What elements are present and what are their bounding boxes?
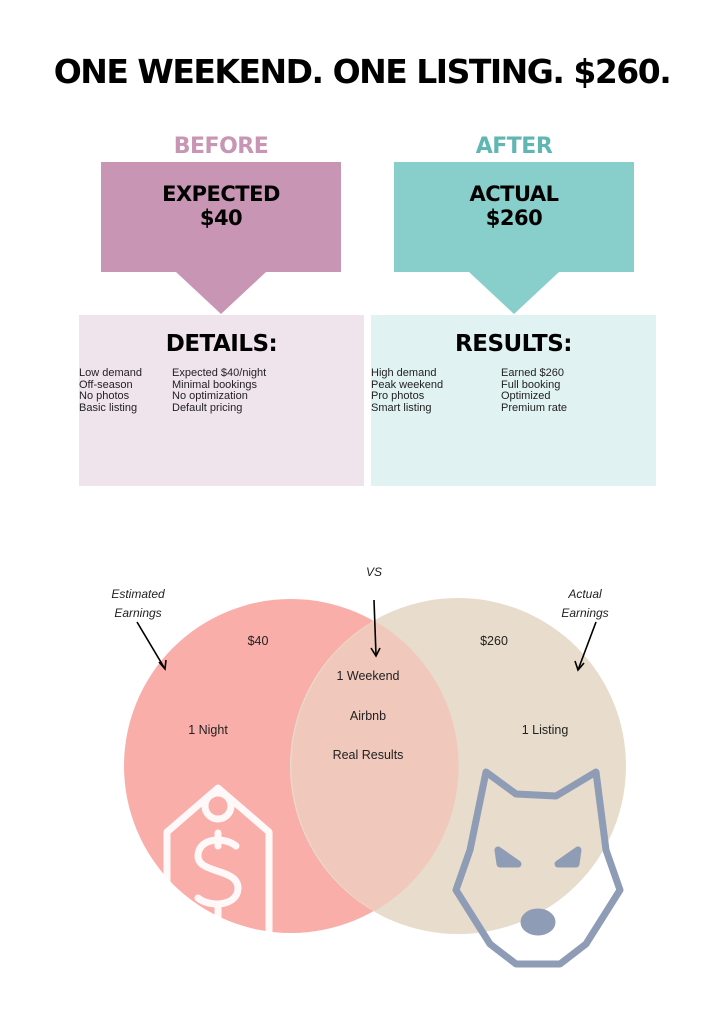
list-item: Optimized xyxy=(501,390,551,402)
list-item: Full booking xyxy=(501,378,561,391)
list-item: No photos xyxy=(79,390,130,402)
venn-right-item: 1 Listing xyxy=(521,723,569,737)
after-panel-title: RESULTS: xyxy=(455,331,572,357)
before-col1-list: Low demand Off-season No photos Basic li… xyxy=(79,367,169,414)
after-callout-line1: ACTUAL xyxy=(469,182,559,206)
venn-center-item-results: Real Results xyxy=(332,748,404,762)
after-callout-pointer xyxy=(469,272,559,314)
actual-annotation-line2: Earnings xyxy=(561,606,609,620)
annotation-arrows xyxy=(136,599,597,672)
list-item: Default pricing xyxy=(172,401,243,414)
list-item: Earned $260 xyxy=(501,367,564,379)
before-panel-title: DETAILS: xyxy=(165,331,278,357)
list-item: Expected $40/night xyxy=(172,367,267,379)
after-panel: RESULTS: High demand Peak weekend Pro ph… xyxy=(371,315,656,486)
venn-center-item-weekend: 1 Weekend xyxy=(336,669,400,683)
list-item: Low demand xyxy=(79,367,142,379)
before-callout-line1: EXPECTED xyxy=(162,182,280,206)
after-label: AFTER xyxy=(475,134,553,159)
before-callout: EXPECTED $40 xyxy=(101,162,341,314)
list-item: Peak weekend xyxy=(371,378,444,391)
venn-left-value: $40 xyxy=(247,634,269,648)
after-callout: ACTUAL $260 xyxy=(394,162,634,314)
before-callout-line2: $40 xyxy=(199,206,243,230)
list-item: Minimal bookings xyxy=(172,378,257,391)
venn-right-value: $260 xyxy=(480,634,508,648)
estimated-annotation-line2: Earnings xyxy=(114,606,162,620)
list-item: High demand xyxy=(371,367,437,379)
wolf-head-icon xyxy=(452,768,624,968)
estimated-annotation-line1: Estimated xyxy=(111,587,165,601)
page-headline: ONE WEEKEND. ONE LISTING. $260. xyxy=(53,52,672,91)
after-col1-list: High demand Peak weekend Pro photos Smar… xyxy=(371,367,491,414)
venn-diagram xyxy=(124,598,626,968)
list-item: Premium rate xyxy=(501,401,568,414)
after-col2-list: Earned $260 Full booking Optimized Premi… xyxy=(501,367,631,414)
before-panel: DETAILS: Low demand Off-season No photos… xyxy=(79,315,364,486)
list-item: No optimization xyxy=(172,390,248,402)
price-tag-dollar-icon xyxy=(163,784,273,944)
before-col2-list: Expected $40/night Minimal bookings No o… xyxy=(172,367,302,414)
actual-annotation-line1: Actual xyxy=(568,587,602,601)
venn-left-item: 1 Night xyxy=(188,723,228,737)
vs-label: VS xyxy=(365,565,382,579)
list-item: Basic listing xyxy=(79,401,138,414)
estimated-earnings-annotation: Estimated Earnings xyxy=(88,585,188,623)
before-callout-pointer xyxy=(176,272,266,314)
list-item: Smart listing xyxy=(371,401,432,414)
after-callout-line2: $260 xyxy=(485,206,543,230)
venn-overlap xyxy=(291,621,459,911)
before-label: BEFORE xyxy=(173,134,269,159)
list-item: Off-season xyxy=(79,378,133,391)
list-item: Pro photos xyxy=(371,390,425,402)
actual-earnings-annotation: Actual Earnings xyxy=(535,585,635,623)
venn-center-item-airbnb: Airbnb xyxy=(349,709,387,723)
